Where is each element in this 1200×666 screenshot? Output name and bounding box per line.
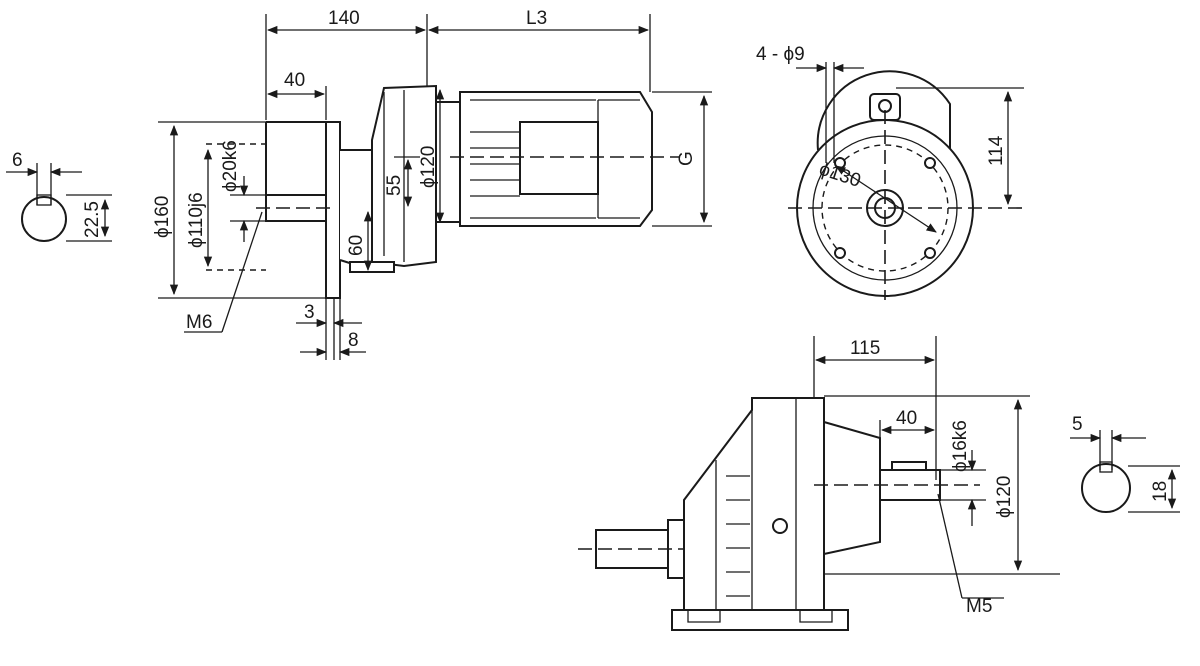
m5-leader bbox=[937, 493, 963, 599]
terminal-box bbox=[519, 121, 599, 195]
height-60-label: 60 bbox=[346, 235, 367, 256]
fan-cover bbox=[597, 99, 640, 219]
cooling-fins bbox=[470, 131, 520, 197]
dia-160-label: ϕ160 bbox=[152, 196, 173, 238]
housing-lines bbox=[715, 398, 797, 610]
bolt-holes-label: 4 - ϕ9 bbox=[756, 44, 805, 65]
input-reducer-view: 115 40 ϕ16k6 ϕ120 M5 bbox=[578, 336, 1060, 631]
thread-M6-label: M6 bbox=[186, 312, 212, 333]
length-115-label: 115 bbox=[850, 338, 880, 359]
input-key-width-label: 5 bbox=[1072, 414, 1083, 435]
bolt-head bbox=[772, 518, 788, 534]
height-55-label: 55 bbox=[384, 175, 405, 196]
bolt-hole bbox=[834, 247, 846, 259]
output-shaft-input-side bbox=[879, 469, 941, 501]
end-view: 4 - ϕ9 ϕ130 114 bbox=[756, 44, 1024, 300]
motor-outline bbox=[470, 99, 596, 219]
side-view: 140 L3 40 ϕ160 ϕ110j6 ϕ20k6 ϕ120 55 60 bbox=[152, 8, 712, 360]
key-width-label: 6 bbox=[12, 150, 23, 171]
length-40-label: 40 bbox=[284, 70, 305, 91]
bolt-hole bbox=[924, 247, 936, 259]
input-key-height-label: 18 bbox=[1150, 481, 1171, 502]
length-L3-label: L3 bbox=[526, 8, 547, 29]
dia-20k6-label: ϕ20k6 bbox=[220, 140, 241, 192]
base-plate bbox=[671, 609, 849, 631]
output-shaft-section: 6 22.5 bbox=[6, 150, 112, 242]
length-40-input-label: 40 bbox=[896, 408, 917, 429]
length-G-label: G bbox=[676, 151, 697, 166]
height-114-label: 114 bbox=[986, 135, 1007, 166]
housing-ribs bbox=[726, 475, 750, 597]
base-feet bbox=[687, 610, 833, 623]
dia-120-motor-label: ϕ120 bbox=[418, 146, 439, 188]
shaft-cross-section bbox=[21, 196, 67, 242]
flange-spigot bbox=[265, 121, 327, 195]
length-140-label: 140 bbox=[328, 8, 360, 29]
shaft-key bbox=[891, 461, 927, 471]
input-shaft-section: 5 18 bbox=[1070, 414, 1180, 513]
dia-110j6-label: ϕ110j6 bbox=[186, 192, 207, 248]
thread-M5-label: M5 bbox=[966, 596, 992, 617]
flange-3-label: 3 bbox=[304, 302, 315, 323]
bolt-hole bbox=[924, 157, 936, 169]
output-flange bbox=[325, 121, 341, 299]
flange-8-label: 8 bbox=[348, 330, 359, 351]
m6-leader bbox=[221, 211, 263, 333]
dia-120-input-label: ϕ120 bbox=[994, 476, 1015, 518]
input-shaft-cross-section bbox=[1081, 463, 1131, 513]
reducer-housing bbox=[683, 397, 825, 611]
front-cover bbox=[823, 420, 881, 556]
housing-foot bbox=[349, 261, 395, 273]
dim-arrow bbox=[835, 165, 937, 233]
dia-16k6-label: ϕ16k6 bbox=[950, 420, 971, 472]
key-height-label: 22.5 bbox=[82, 201, 103, 238]
